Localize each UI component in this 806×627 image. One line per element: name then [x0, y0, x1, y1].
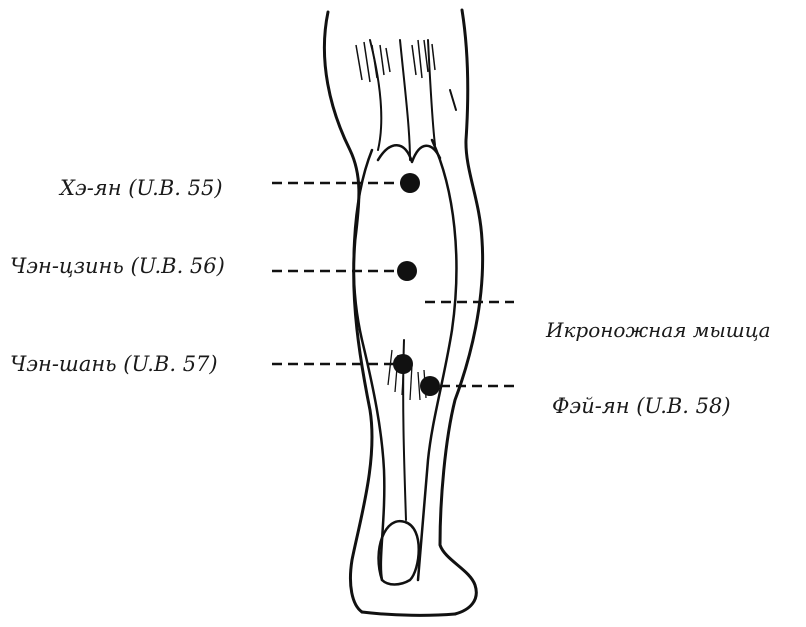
leg-outline-right — [440, 10, 483, 614]
label-point-55: Хэ-ян (U.B. 55) — [60, 178, 223, 199]
heel-pad — [379, 521, 419, 584]
acupoint-56 — [397, 261, 417, 281]
calf-inner-right — [418, 140, 456, 580]
leg-outline-left — [324, 12, 372, 612]
acupoint-58 — [420, 376, 440, 396]
heel-outline — [362, 612, 455, 615]
acupoint-55 — [400, 173, 420, 193]
label-point-57: Чэн-шань (U.B. 57) — [10, 354, 218, 375]
label-point-56: Чэн-цзинь (U.B. 56) — [10, 256, 225, 277]
label-point-58: Фэй-ян (U.B. 58) — [552, 396, 731, 417]
acupoint-57 — [393, 354, 413, 374]
thigh-hatching — [356, 40, 435, 82]
label-calf-muscle: Икроножная мышца — [546, 320, 771, 340]
